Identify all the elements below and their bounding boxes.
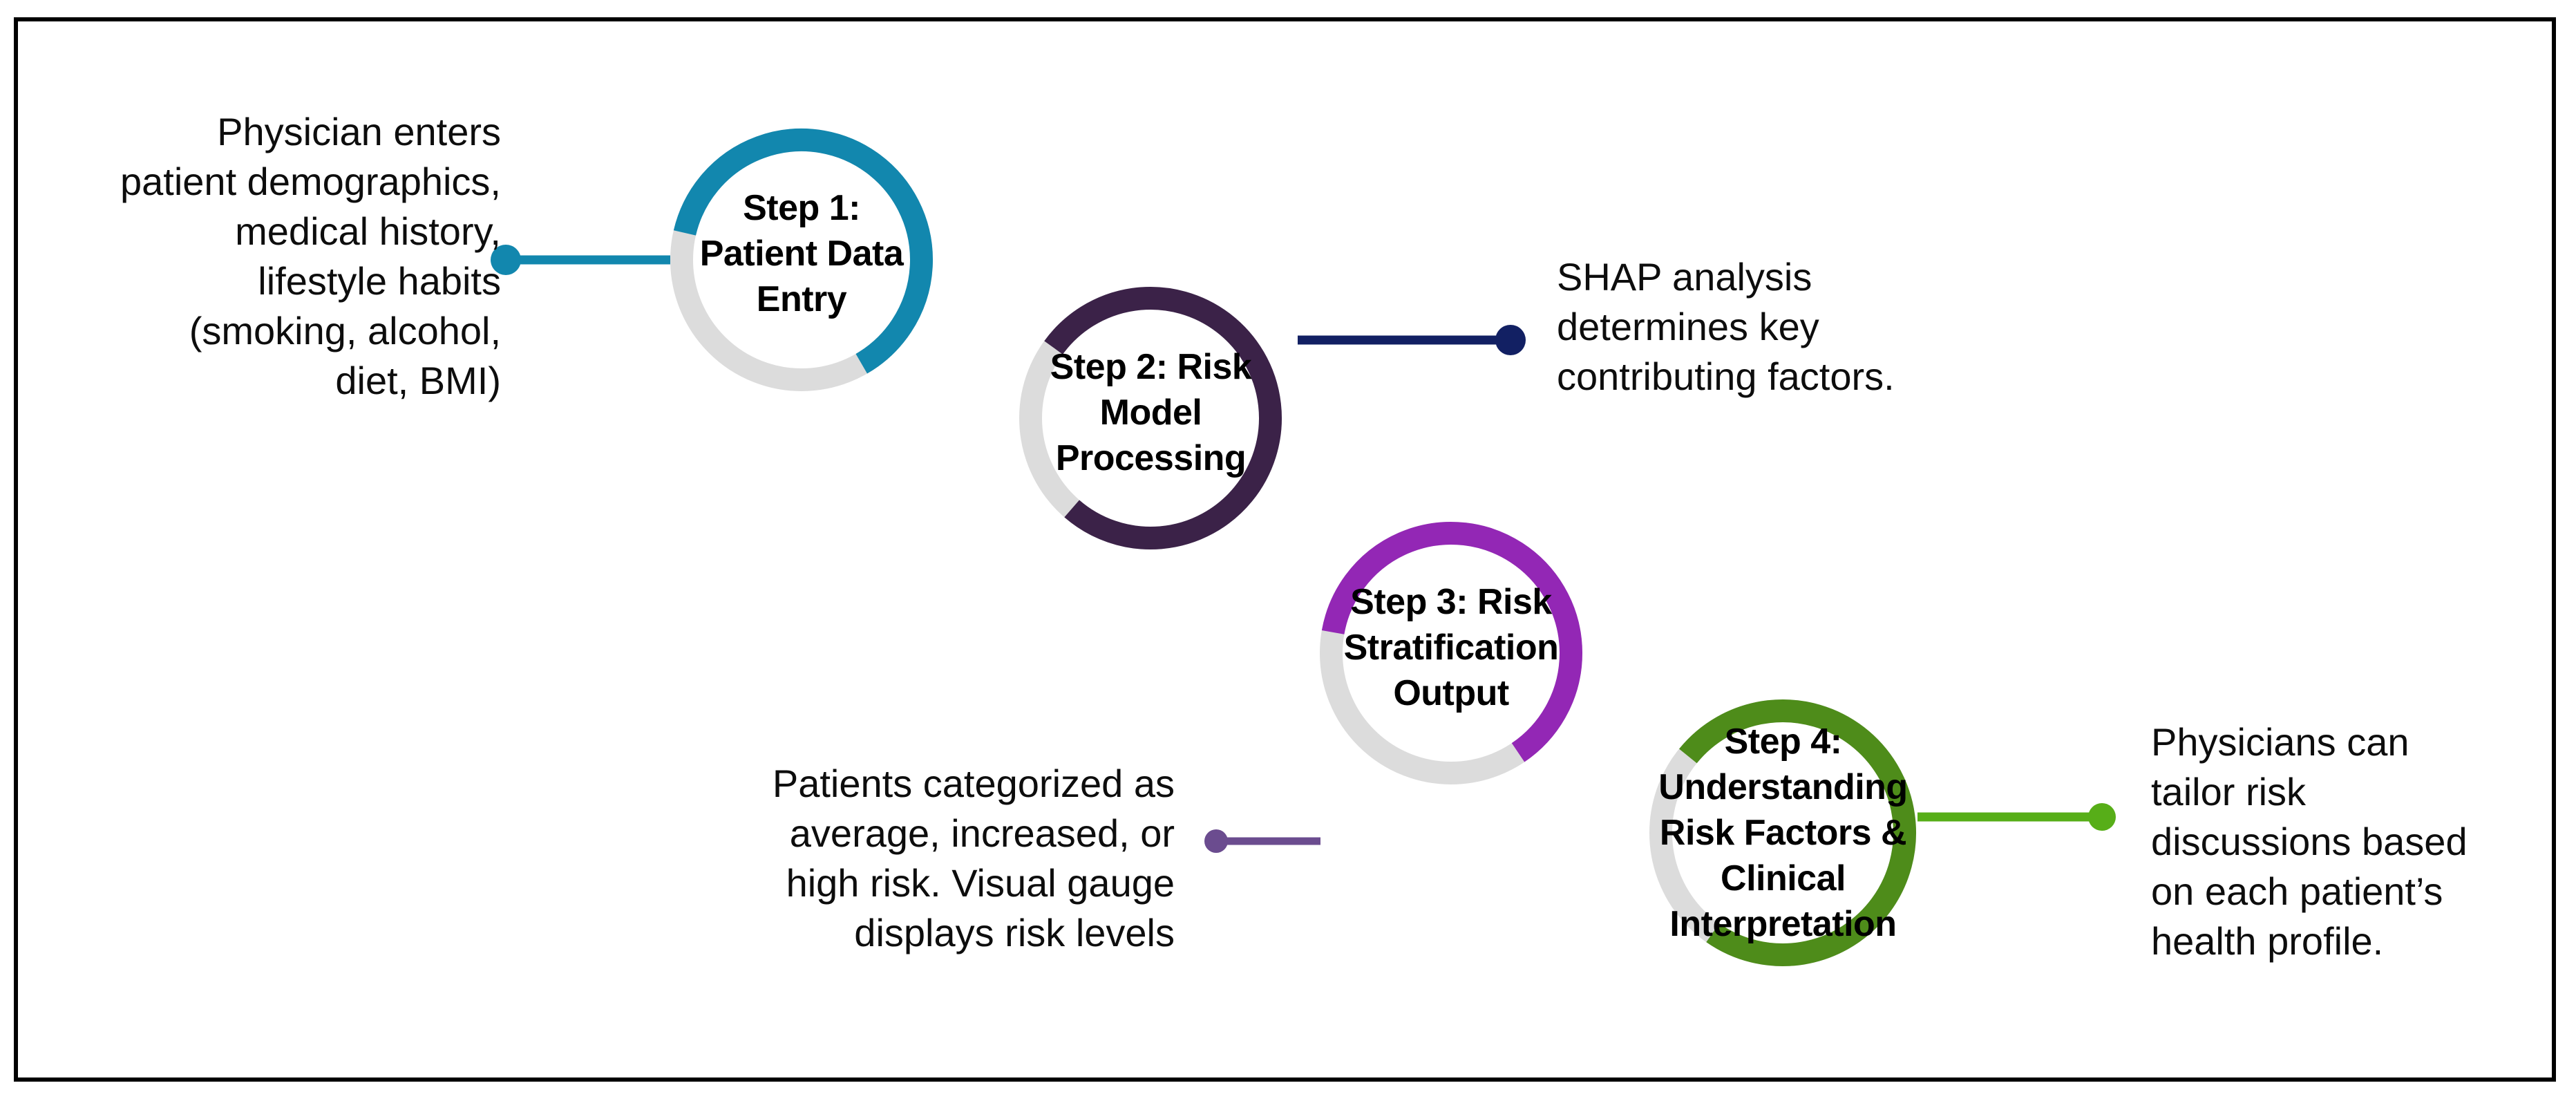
step-label-line: Step 2: Risk bbox=[1050, 347, 1252, 387]
step-label-line: Model bbox=[1099, 393, 1202, 433]
step-3-ring-arc bbox=[1321, 522, 1582, 762]
step-1-ring-inner-fill bbox=[693, 151, 910, 368]
step-label-line: Patient Data bbox=[699, 234, 904, 274]
caption-line: Physician enters bbox=[217, 110, 501, 153]
caption-line: health profile. bbox=[2151, 919, 2384, 963]
step-2-caption: SHAP analysis determines key contributing … bbox=[1557, 252, 2040, 402]
step-2-ring-inner-fill bbox=[1042, 310, 1259, 527]
caption-line: patient demographics, bbox=[120, 160, 501, 203]
step-label-line: Clinical bbox=[1721, 858, 1846, 898]
caption-line: average, increased, or bbox=[789, 811, 1175, 855]
caption-line: high risk. Visual gauge bbox=[786, 861, 1175, 905]
caption-line: tailor risk bbox=[2151, 770, 2307, 813]
connector-1 bbox=[491, 245, 670, 275]
step-label-line: Stratification bbox=[1343, 628, 1559, 668]
connector-4 bbox=[1917, 803, 2116, 831]
caption-line: displays risk levels bbox=[854, 911, 1175, 954]
connector-3-endpoint-dot bbox=[1204, 829, 1228, 853]
step-label-line: Understanding bbox=[1658, 767, 1908, 807]
step-4-caption: Physicians can tailor risk discussions bas… bbox=[2151, 717, 2538, 966]
caption-line: determines key bbox=[1557, 305, 1819, 348]
caption-line: SHAP analysis bbox=[1557, 255, 1812, 299]
step-1-ring-arc bbox=[673, 129, 933, 374]
step-label-line: Interpretation bbox=[1669, 904, 1897, 944]
step-3-ring-inner-fill bbox=[1343, 545, 1560, 762]
connector-4-endpoint-dot bbox=[2088, 803, 2116, 831]
step-3-ring bbox=[1320, 522, 1582, 784]
step-1-ring bbox=[670, 129, 933, 391]
step-label-line: Step 4: bbox=[1724, 722, 1842, 762]
caption-line: (smoking, alcohol, bbox=[189, 309, 501, 352]
step-3-caption: Patients categorized as average, increase… bbox=[663, 759, 1175, 958]
step-4-ring-arc bbox=[1679, 699, 1916, 966]
caption-line: medical history, bbox=[235, 209, 501, 253]
caption-line: Patients categorized as bbox=[772, 762, 1175, 805]
step-label-line: Processing bbox=[1055, 438, 1247, 478]
caption-line: contributing factors. bbox=[1557, 355, 1895, 398]
step-2-ring bbox=[1019, 287, 1282, 549]
diagram-border bbox=[14, 17, 2556, 1082]
step-label-line: Step 1: bbox=[743, 188, 860, 228]
caption-line: diet, BMI) bbox=[335, 359, 501, 402]
caption-line: lifestyle habits bbox=[258, 259, 501, 303]
caption-line: Physicians can bbox=[2151, 720, 2409, 764]
connector-3 bbox=[1204, 829, 1320, 853]
step-2-ring-arc bbox=[1044, 287, 1282, 549]
step-label-line: Risk Factors & bbox=[1659, 813, 1907, 853]
step-4-ring-inner-fill bbox=[1672, 722, 1893, 943]
step-label-line: Output bbox=[1393, 673, 1509, 713]
connector-2 bbox=[1298, 325, 1526, 355]
connector-2-endpoint-dot bbox=[1495, 325, 1526, 355]
step-4-ring bbox=[1649, 699, 1916, 966]
caption-line: discussions based bbox=[2151, 820, 2468, 863]
caption-line: on each patient’s bbox=[2151, 869, 2443, 913]
step-label-line: Entry bbox=[756, 279, 847, 319]
connector-1-endpoint-dot bbox=[491, 245, 521, 275]
step-label-line: Step 3: Risk bbox=[1350, 582, 1552, 622]
step-1-caption: Physician enters patient demographics, med… bbox=[97, 107, 501, 406]
